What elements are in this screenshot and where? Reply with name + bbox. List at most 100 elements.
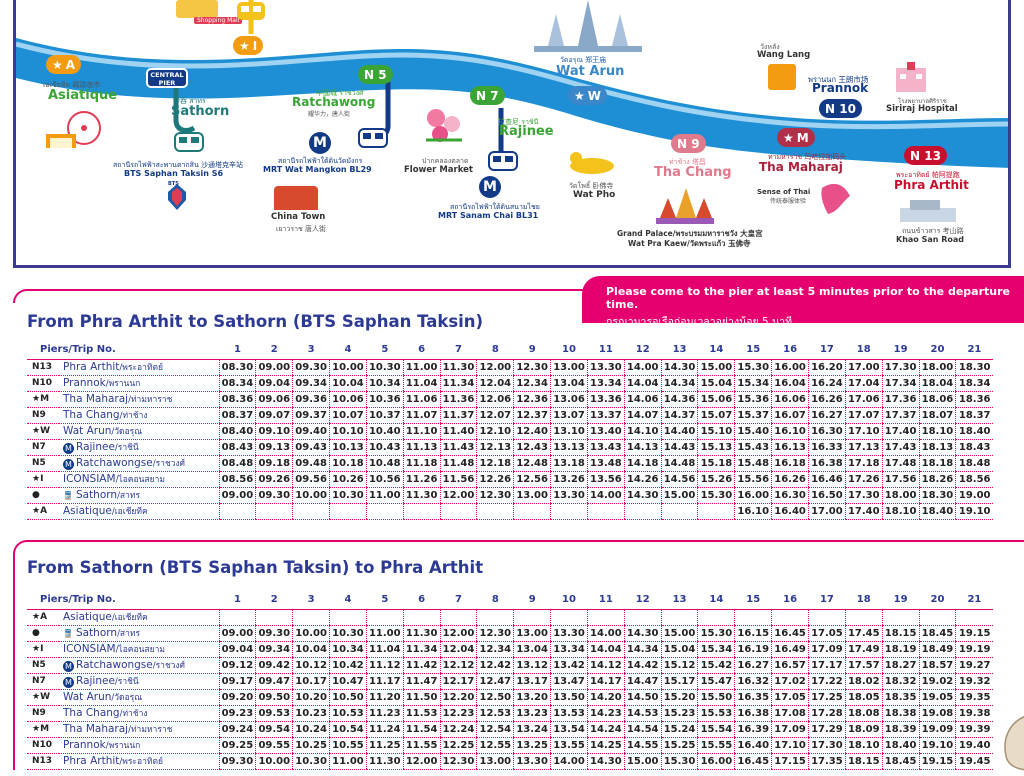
departure-time-cell: 09.54 xyxy=(255,721,293,738)
departure-time-cell: 12.36 xyxy=(513,391,551,408)
departure-time-cell: 12.00 xyxy=(476,359,514,376)
tha-chang-name: Tha Chang xyxy=(654,165,732,180)
trip-number-header: 16 xyxy=(771,590,809,610)
departure-time-cell: 12.40 xyxy=(513,423,551,440)
mrt-train-icon xyxy=(356,127,390,153)
departure-time-cell: 12.25 xyxy=(439,737,477,754)
departure-time-cell xyxy=(623,503,662,520)
siriraj-name: Siriraj Hospital xyxy=(886,104,958,114)
pier-english-name: Ratchawongse xyxy=(76,659,153,671)
departure-time-cell: 16.40 xyxy=(771,503,809,520)
departure-time-cell: 17.10 xyxy=(771,737,809,754)
hospital-icon xyxy=(892,62,930,92)
departure-time-cell: 19.39 xyxy=(955,721,993,738)
pier-thai-name: /พระอาทิตย์ xyxy=(119,757,163,767)
departure-time-cell: 16.20 xyxy=(808,359,846,376)
departure-time-cell: 19.00 xyxy=(955,487,993,504)
iconsiam-pier-badge[interactable]: ★ I xyxy=(233,36,264,55)
departure-time-cell: 12.48 xyxy=(513,455,551,472)
departure-time-cell: 09.30 xyxy=(255,625,293,642)
trip-number-header: 17 xyxy=(808,590,846,610)
departure-time-cell: 17.40 xyxy=(881,423,920,440)
departure-time-cell: 14.30 xyxy=(660,359,698,376)
departure-time-cell: 18.10 xyxy=(918,423,956,440)
departure-time-cell: 16.19 xyxy=(734,641,772,658)
trip-number-header: 16 xyxy=(771,340,809,360)
departure-time-cell: 11.20 xyxy=(365,689,404,706)
departure-time-cell xyxy=(808,609,846,626)
pier-trip-header: Piers/Trip No. xyxy=(27,590,219,610)
departure-time-cell: 14.53 xyxy=(623,705,662,722)
tha-chang-pier-badge[interactable]: N 9 xyxy=(671,134,706,153)
sathorn-name: Sathorn xyxy=(171,104,230,119)
departure-time-cell: 15.12 xyxy=(660,657,698,674)
pier-thai-name: /ราชินี xyxy=(114,677,139,687)
trip-number-header: 5 xyxy=(366,590,404,610)
departure-time-cell: 17.18 xyxy=(844,455,883,472)
trip-number-header: 18 xyxy=(845,590,883,610)
trip-number-header: 21 xyxy=(955,590,993,610)
departure-time-cell: 09.10 xyxy=(255,423,293,440)
departure-time-cell: 12.30 xyxy=(513,359,551,376)
departure-time-cell: 19.19 xyxy=(955,641,993,658)
departure-time-cell: 09.47 xyxy=(255,673,293,690)
reclining-buddha-icon xyxy=(566,146,616,176)
departure-time-cell: 18.00 xyxy=(881,487,920,504)
tha-maharaj-pier-badge[interactable]: ★ M xyxy=(777,128,815,147)
pier-thai-name: /พรานนก xyxy=(105,741,141,751)
departure-time-cell: 16.30 xyxy=(808,423,846,440)
departure-time-cell: 09.00 xyxy=(218,625,256,642)
departure-time-cell: 13.47 xyxy=(550,673,588,690)
pier-code: N9 xyxy=(27,407,59,424)
phra-arthit-pier-badge[interactable]: N 13 xyxy=(904,146,947,165)
mrt-icon: M xyxy=(63,661,74,672)
departure-time-cell: 15.06 xyxy=(697,391,735,408)
departure-time-cell: 09.04 xyxy=(255,375,293,392)
departure-time-cell: 19.05 xyxy=(918,689,956,706)
departure-time-cell: 15.07 xyxy=(697,407,735,424)
pier-code: ● xyxy=(27,625,59,642)
departure-time-cell: 10.50 xyxy=(329,689,367,706)
departure-time-cell: 10.20 xyxy=(292,689,330,706)
departure-time-cell: 15.43 xyxy=(734,439,772,456)
pier-english-name: Prannok xyxy=(63,739,106,751)
departure-time-cell: 15.47 xyxy=(697,673,735,690)
pier-english-name: Rajinee xyxy=(76,675,115,687)
ferris-wheel-icon xyxy=(46,106,106,150)
mrt-wat-mangkon-thai: สถานีรถไฟฟ้าใต้ดินวัดมังกร xyxy=(278,157,363,165)
bts-icon: 🚆 xyxy=(63,629,73,638)
flower-illustration xyxy=(422,104,468,148)
departure-time-cell: 11.18 xyxy=(402,455,441,472)
pier-thai-name: /ท่าช้าง xyxy=(119,411,148,421)
departure-time-cell: 13.30 xyxy=(513,753,551,770)
departure-time-cell: 14.00 xyxy=(586,625,625,642)
asiatique-pier-badge[interactable]: ★ A xyxy=(46,55,82,74)
departure-time-cell: 17.30 xyxy=(808,737,846,754)
sathorn-thai-label: 沙吞 สาทร xyxy=(173,97,206,105)
departure-time-cell: 16.04 xyxy=(771,375,809,392)
trip-number-header: 10 xyxy=(550,340,588,360)
departure-time-cell xyxy=(660,609,698,626)
ratchawong-name: Ratchawong xyxy=(292,95,376,109)
departure-time-cell: 14.43 xyxy=(660,439,698,456)
departure-time-cell xyxy=(255,503,293,520)
ratchawong-pier-badge[interactable]: N 5 xyxy=(358,65,393,84)
departure-time-cell: 17.49 xyxy=(844,641,883,658)
departure-time-cell: 12.55 xyxy=(476,737,514,754)
trip-number-header: 14 xyxy=(697,340,735,360)
prannok-pier-badge[interactable]: N 10 xyxy=(819,99,862,118)
departure-time-cell: 18.45 xyxy=(881,753,920,770)
trip-number-header: 18 xyxy=(845,340,883,360)
rajinee-pier-badge[interactable]: N 7 xyxy=(470,86,505,105)
departure-time-cell: 14.04 xyxy=(623,375,662,392)
departure-time-cell: 13.36 xyxy=(586,391,625,408)
departure-time-cell: 10.55 xyxy=(329,737,367,754)
departure-time-cell: 10.56 xyxy=(365,471,404,488)
departure-time-cell xyxy=(292,503,330,520)
departure-time-cell: 10.00 xyxy=(292,487,330,504)
wat-arun-pier-badge[interactable]: ★ W xyxy=(568,86,608,105)
